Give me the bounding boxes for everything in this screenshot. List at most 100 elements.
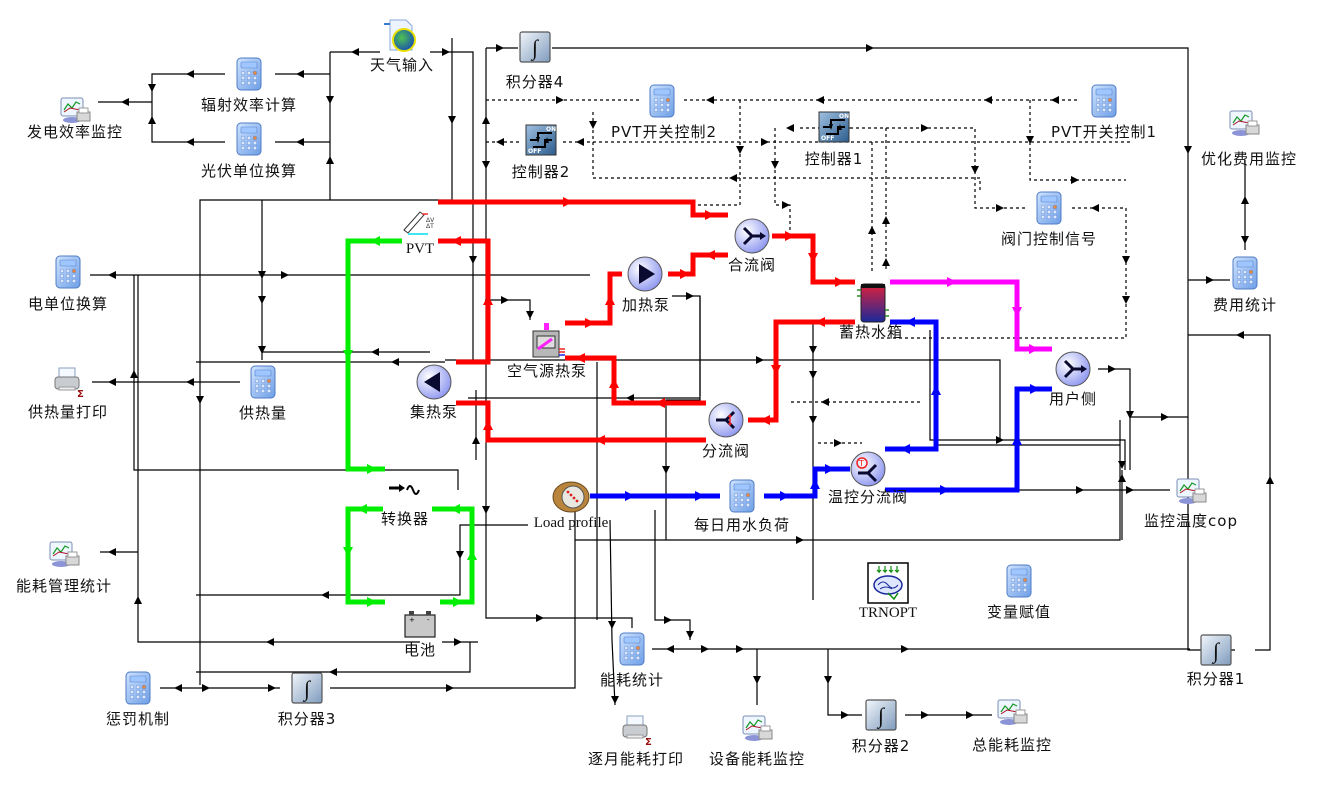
integ3-component[interactable]: ∫ [291, 672, 323, 704]
devmon-component[interactable] [742, 715, 773, 741]
radcalc-component[interactable] [236, 57, 262, 91]
loadprof-component[interactable] [552, 481, 590, 513]
pvtsw1-label: PVT开关控制1 [1050, 123, 1158, 141]
flow-arrow [483, 420, 493, 430]
flow-arrow [321, 591, 329, 599]
flow-arrow [469, 256, 477, 264]
colpump-component[interactable] [416, 364, 452, 400]
dailyload-component[interactable] [729, 479, 755, 513]
flow-arrow [595, 435, 605, 445]
ashp-component[interactable] [532, 323, 565, 358]
inverter-component[interactable] [389, 484, 420, 495]
energystat-component[interactable] [619, 632, 645, 666]
flow-arrow [296, 70, 304, 78]
flow-arrow [108, 548, 116, 556]
penalty-component[interactable] [125, 671, 151, 705]
flow-arrow [1076, 486, 1084, 494]
flow-arrow [921, 124, 929, 132]
trnopt-component[interactable] [867, 562, 909, 604]
flow-arrow [931, 385, 941, 395]
heatpump-component[interactable] [627, 256, 663, 292]
signal-connection [929, 330, 1126, 470]
diverter-valve-icon [708, 402, 744, 438]
merge-component[interactable] [734, 218, 770, 254]
flow-arrow [686, 631, 694, 639]
flow-arrow [1161, 413, 1169, 421]
tank-label: 蓄热水箱 [838, 323, 904, 341]
optcost-component[interactable] [1229, 110, 1260, 136]
flow-arrow [351, 48, 359, 56]
divert-component[interactable] [708, 402, 744, 438]
pipe-connection [438, 238, 491, 365]
weather-component[interactable] [384, 19, 416, 52]
user-component[interactable] [1055, 351, 1091, 387]
cop-component[interactable] [1176, 478, 1207, 504]
energystat-label: 能耗统计 [599, 671, 665, 689]
flow-arrow [536, 614, 544, 622]
signal-connection [575, 420, 1121, 541]
battery-component[interactable]: +- [404, 611, 436, 638]
flow-arrow [496, 138, 504, 146]
heatsupply-label: 供热量 [238, 404, 288, 422]
flow-arrow [1012, 307, 1022, 317]
flow-arrow [370, 236, 380, 246]
flow-arrow [148, 84, 156, 92]
integ4-component[interactable]: ∫ [519, 31, 551, 63]
svg-text:OFF: OFF [821, 135, 834, 142]
pvunit-component[interactable] [236, 122, 262, 156]
flow-arrow [780, 491, 790, 501]
heatprint-component[interactable]: Σ [54, 367, 84, 400]
integ1-component[interactable]: ∫ [1200, 634, 1232, 666]
calculator-icon [236, 57, 262, 91]
cop-label: 监控温度cop [1144, 512, 1238, 530]
flow-arrow [947, 277, 957, 287]
flow-arrow [467, 550, 477, 560]
genmon-component[interactable] [60, 97, 91, 123]
integrator-icon: ∫ [1200, 634, 1232, 666]
svg-text:ON: ON [546, 126, 556, 133]
flow-arrow [905, 317, 915, 327]
totalmon-component[interactable] [997, 699, 1028, 725]
valvesig-component[interactable] [1036, 191, 1062, 225]
flow-arrow [367, 464, 377, 474]
inverter-icon [389, 484, 420, 495]
heatsupply-component[interactable] [250, 365, 276, 399]
monthprint-component[interactable]: Σ [622, 715, 652, 748]
genmon-label: 发电效率监控 [26, 123, 124, 141]
flow-arrow [662, 466, 670, 474]
energymgmt-component[interactable] [49, 541, 80, 567]
ashp-label: 空气源热泵 [506, 362, 588, 380]
tempdiv-component[interactable]: T [850, 451, 886, 487]
mixer-valve-icon [1055, 351, 1091, 387]
calculator-icon [1036, 191, 1062, 225]
pipe-connection [432, 506, 475, 605]
flow-arrow [655, 398, 665, 408]
flow-arrow [1122, 296, 1130, 304]
flow-arrow [446, 684, 454, 692]
plotter-icon [997, 699, 1028, 725]
integ2-component[interactable]: ∫ [865, 699, 897, 731]
pvtsw2-component[interactable] [649, 84, 675, 118]
elecunit-component[interactable] [55, 255, 81, 289]
tank-component[interactable] [857, 283, 889, 323]
flow-arrow [984, 96, 992, 104]
signal-connection [827, 649, 862, 716]
coststat-component[interactable] [1232, 256, 1258, 290]
integrator-icon: ∫ [865, 699, 897, 731]
flow-arrow [761, 138, 769, 146]
calculator-icon [125, 671, 151, 705]
flow-arrow [756, 356, 764, 364]
flow-arrow [496, 44, 504, 52]
calculator-icon [649, 84, 675, 118]
varassign-component[interactable] [1006, 564, 1032, 598]
totalmon-label: 总能耗监控 [971, 736, 1053, 754]
loadprof-label: Load profile [533, 515, 609, 531]
printer-icon: Σ [54, 367, 84, 400]
battery-label: 电池 [403, 641, 437, 659]
pvtsw1-component[interactable] [1091, 84, 1117, 118]
